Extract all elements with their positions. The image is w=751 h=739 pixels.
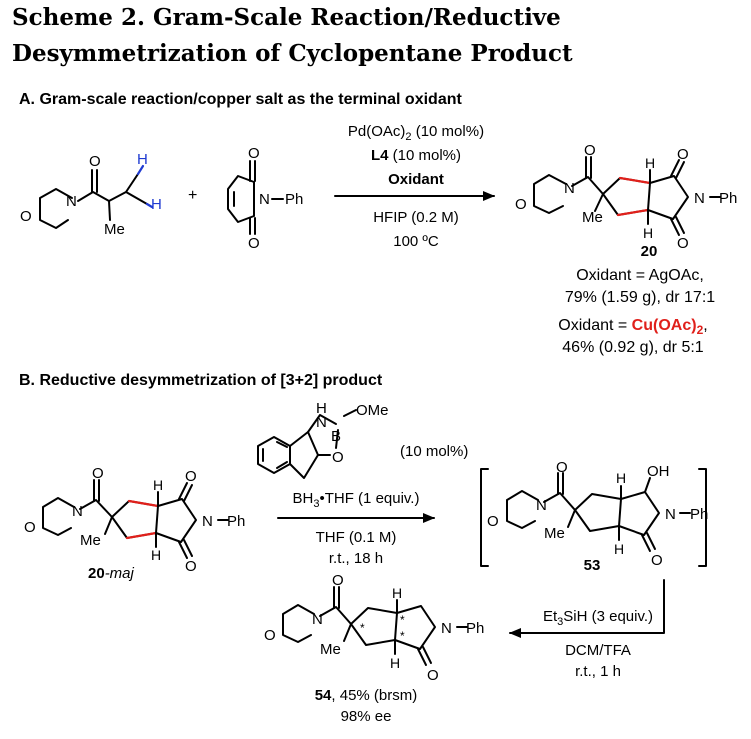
atom-o: O xyxy=(332,449,344,466)
atom-o-ring: O xyxy=(264,627,276,644)
atom-n-lactam: N xyxy=(665,506,676,523)
atom-me: Me xyxy=(104,221,125,238)
result-agoac-line2: 79% (1.59 g), dr 17:1 xyxy=(565,289,715,306)
atom-o-imide-bottom: O xyxy=(677,235,689,252)
result-cuoac-line2: 46% (0.92 g), dr 5:1 xyxy=(562,339,704,356)
atom-me: Me xyxy=(80,532,101,549)
atom-ome: OMe xyxy=(356,402,389,419)
atom-o-top: O xyxy=(248,145,260,162)
atom-h-bottom: H xyxy=(643,225,653,241)
atom-o-carbonyl: O xyxy=(556,459,568,476)
reaction-arrow-b2: Et3SiH (3 equiv.) DCM/TFA r.t., 1 h xyxy=(509,579,665,680)
result-54-ee: 98% ee xyxy=(341,708,392,725)
reaction-arrow-b1: BH3•THF (1 equiv.) THF (0.1 M) r.t., 18 … xyxy=(277,490,435,567)
stereo-star-2: * xyxy=(400,613,405,627)
condition-catalyst: Pd(OAc)2 (10 mol%) xyxy=(348,123,484,143)
compound-label-20: 20 xyxy=(641,243,658,260)
atom-o-ring: O xyxy=(20,208,32,225)
result-agoac-line1: Oxidant = AgOAc, xyxy=(576,267,704,284)
atom-n-lactam: N xyxy=(441,620,452,637)
atom-oh: OH xyxy=(647,463,670,480)
section-b-heading: B. Reductive desymmetrization of [3+2] p… xyxy=(19,372,383,389)
compound-label-20-maj: 20-maj xyxy=(88,565,135,582)
scheme-title-line2: Desymmetrization of Cyclopentane Product xyxy=(12,40,573,67)
atom-n-ring: N xyxy=(312,611,323,628)
atom-ph: Ph xyxy=(227,513,245,530)
atom-h-bottom: H xyxy=(151,547,161,563)
atom-o-lactam: O xyxy=(427,667,439,684)
condition-temperature: 100 ºC xyxy=(393,233,439,250)
reactant-maleimide: O O N Ph xyxy=(227,145,303,252)
atom-n-imide: N xyxy=(202,513,213,530)
atom-h-top: H xyxy=(392,585,402,601)
atom-o-carbonyl: O xyxy=(92,465,104,482)
atom-o-ring: O xyxy=(487,513,499,530)
condition-oxidant: Oxidant xyxy=(388,171,444,188)
atom-o-ring: O xyxy=(515,196,527,213)
condition-ligand: L4 (10 mol%) xyxy=(371,147,461,164)
stereo-star-1: * xyxy=(360,621,365,635)
compound-label-53: 53 xyxy=(584,557,601,574)
scheme-title-line1: Scheme 2. Gram-Scale Reaction/Reductive xyxy=(12,4,561,31)
reactant-amide: O N O Me H H xyxy=(20,151,162,238)
product-54: O N O Me H H N Ph O * * * xyxy=(264,572,484,684)
atom-n-ring: N xyxy=(564,180,575,197)
atom-o-carbonyl: O xyxy=(332,572,344,589)
atom-n-ring: N xyxy=(536,497,547,514)
atom-o-imide-top: O xyxy=(677,146,689,163)
condition-temp-18h: r.t., 18 h xyxy=(329,550,383,567)
atom-o-ring: O xyxy=(24,519,36,536)
condition-solvent: HFIP (0.2 M) xyxy=(373,209,459,226)
atom-o-imide-top: O xyxy=(185,468,197,485)
atom-h-top: H xyxy=(645,155,655,171)
intermediate-53: O N O Me H OH H N Ph O 53 xyxy=(480,459,708,574)
atom-ph: Ph xyxy=(690,506,708,523)
atom-n: N xyxy=(316,414,327,431)
atom-ph: Ph xyxy=(285,191,303,208)
atom-h-top: H xyxy=(153,477,163,493)
result-54: 54, 45% (brsm) xyxy=(315,687,418,704)
catalyst-loading: (10 mol%) xyxy=(400,443,468,460)
atom-h-bottom: H xyxy=(390,655,400,671)
atom-h-blue-1: H xyxy=(137,151,148,168)
atom-h: H xyxy=(316,400,327,417)
catalyst-oxazaborolidine: H N B OMe O (10 mol%) xyxy=(257,400,468,479)
condition-solvent-thf: THF (0.1 M) xyxy=(316,529,397,546)
start-material-20-maj: O N O Me H H O O N Ph 20-maj xyxy=(24,465,245,582)
atom-me: Me xyxy=(320,641,341,658)
condition-solvent-dcm: DCM/TFA xyxy=(565,642,631,659)
atom-o-carbonyl: O xyxy=(89,153,101,170)
atom-n-ring: N xyxy=(66,193,77,210)
atom-n-ring: N xyxy=(72,503,83,520)
atom-h-bottom: H xyxy=(614,541,624,557)
atom-me: Me xyxy=(544,525,565,542)
product-20: O N O Me H H O O N Ph 20 xyxy=(515,142,737,260)
atom-n: N xyxy=(259,191,270,208)
condition-silane: Et3SiH (3 equiv.) xyxy=(543,608,653,628)
atom-ph: Ph xyxy=(466,620,484,637)
reaction-arrow-a: Pd(OAc)2 (10 mol%) L4 (10 mol%) Oxidant … xyxy=(334,123,495,250)
condition-temp-1h: r.t., 1 h xyxy=(575,663,621,680)
atom-h-blue-2: H xyxy=(151,196,162,213)
atom-n-imide: N xyxy=(694,190,705,207)
stereo-star-3: * xyxy=(400,629,405,643)
atom-h-top: H xyxy=(616,470,626,486)
atom-ph: Ph xyxy=(719,190,737,207)
atom-o-carbonyl: O xyxy=(584,142,596,159)
condition-borane: BH3•THF (1 equiv.) xyxy=(293,490,420,510)
atom-o-lactam: O xyxy=(651,552,663,569)
atom-o-bottom: O xyxy=(248,235,260,252)
atom-b: B xyxy=(331,428,341,445)
result-cuoac-line1: Oxidant = Cu(OAc)2, xyxy=(558,317,707,337)
plus-sign: + xyxy=(188,187,197,204)
atom-o-imide-bottom: O xyxy=(185,558,197,575)
section-a-heading: A. Gram-scale reaction/copper salt as th… xyxy=(19,91,462,108)
atom-me: Me xyxy=(582,209,603,226)
